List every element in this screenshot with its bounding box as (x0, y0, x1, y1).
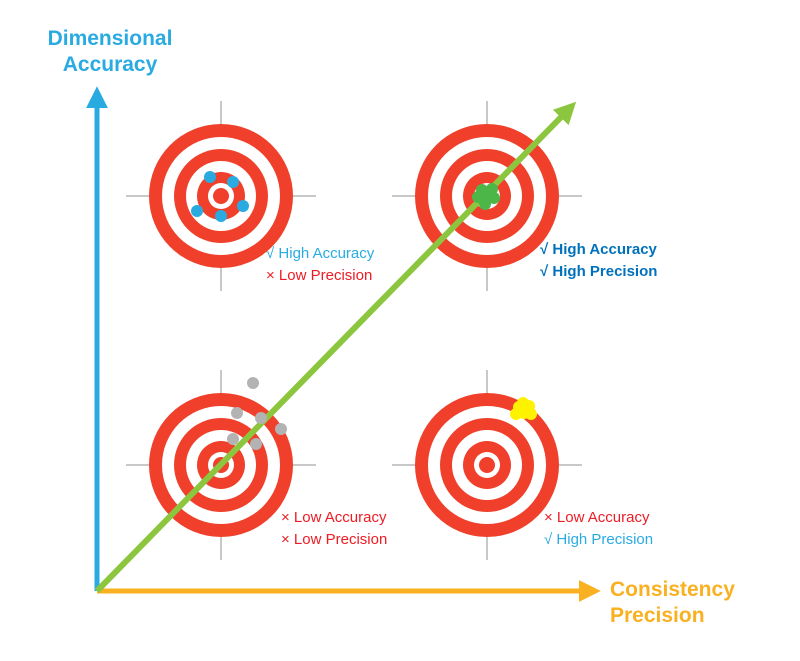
precision-label-line: × Low Precision (281, 531, 388, 548)
y-axis-title: Dimensional Accuracy (40, 26, 180, 78)
shot-dot (231, 407, 243, 419)
y-axis-title-line2: Accuracy (62, 53, 158, 76)
shot-dot (255, 412, 267, 424)
target-ring (213, 188, 229, 204)
accuracy-label-line: √ High Accuracy (540, 241, 657, 258)
shot-dot (479, 198, 491, 210)
shot-dot (488, 192, 500, 204)
target-low-accuracy-high-precision (392, 370, 582, 560)
x-axis-title-line1: Consistency (610, 578, 735, 601)
label-high-accuracy-low-precision: √ High Accuracy × Low Precision (266, 243, 374, 287)
dots-high-accuracy-low-precision (191, 171, 249, 222)
precision-label-line: √ High Precision (540, 263, 658, 280)
x-axis-title: Consistency Precision (610, 577, 735, 629)
label-low-accuracy-high-precision: × Low Accuracy √ High Precision (544, 507, 653, 551)
shot-dot (227, 176, 239, 188)
shot-dot (227, 433, 239, 445)
dots-low-accuracy-low-precision (227, 377, 287, 450)
shot-dot (517, 397, 529, 409)
shot-dot (191, 205, 203, 217)
shot-dot (250, 438, 262, 450)
label-high-accuracy-high-precision: √ High Accuracy √ High Precision (540, 239, 657, 283)
accuracy-label-line: × Low Accuracy (281, 509, 387, 526)
shot-dot (204, 171, 216, 183)
accuracy-label-line: √ High Accuracy (266, 245, 375, 262)
shot-dot (247, 377, 259, 389)
y-axis-title-line1: Dimensional (47, 27, 173, 50)
dots-low-accuracy-high-precision (510, 397, 537, 420)
shot-dot (237, 200, 249, 212)
shot-dot (215, 210, 227, 222)
shot-dot (275, 423, 287, 435)
target-high-accuracy-low-precision (126, 101, 316, 291)
label-low-accuracy-low-precision: × Low Accuracy × Low Precision (281, 507, 387, 551)
dots-high-accuracy-high-precision (472, 183, 500, 210)
precision-label-line: √ High Precision (544, 531, 654, 548)
precision-label-line: × Low Precision (266, 267, 373, 284)
accuracy-label-line: × Low Accuracy (544, 509, 650, 526)
x-axis-title-line2: Precision (610, 604, 705, 627)
target-ring (479, 457, 495, 473)
shot-dot (525, 408, 537, 420)
